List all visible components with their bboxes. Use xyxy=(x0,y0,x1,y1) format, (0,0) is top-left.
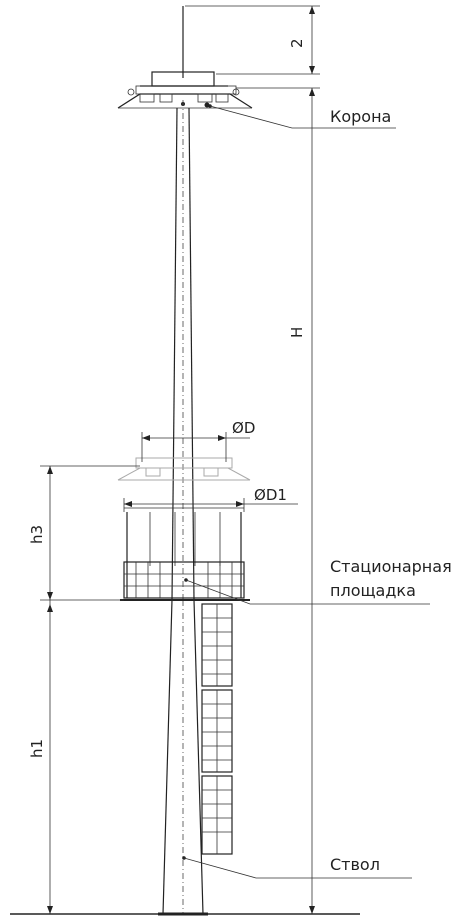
dimension-h3-label: h3 xyxy=(28,525,46,544)
dimension-h1 xyxy=(40,600,158,915)
platform-label-line2: площадка xyxy=(330,581,416,600)
ladder xyxy=(201,603,233,855)
dimension-diameter1 xyxy=(123,498,298,512)
dimension-top xyxy=(185,5,320,75)
dimension-diameter1-label: ØD1 xyxy=(254,486,287,504)
dimension-diameter xyxy=(141,432,250,462)
leader-platform xyxy=(184,578,430,605)
trunk-label: Ствол xyxy=(330,855,380,874)
corona-lowered-ghost xyxy=(117,457,251,481)
leader-corona xyxy=(208,104,396,129)
dimension-diameter-label: ØD xyxy=(232,419,255,437)
dimension-h1-label: h1 xyxy=(28,739,46,758)
trunk-upper xyxy=(171,100,195,601)
stationary-platform xyxy=(120,507,250,601)
corona-label: Корона xyxy=(330,107,391,126)
dimension-height xyxy=(208,87,320,915)
corona-crown xyxy=(117,71,253,109)
dimension-h3 xyxy=(40,465,140,601)
leader-trunk xyxy=(182,856,412,879)
trunk-lower xyxy=(158,599,208,916)
dimension-top-label: 2 xyxy=(288,38,306,48)
platform-label-line1: Стационарная xyxy=(330,557,452,576)
dimension-height-label: H xyxy=(288,327,306,338)
